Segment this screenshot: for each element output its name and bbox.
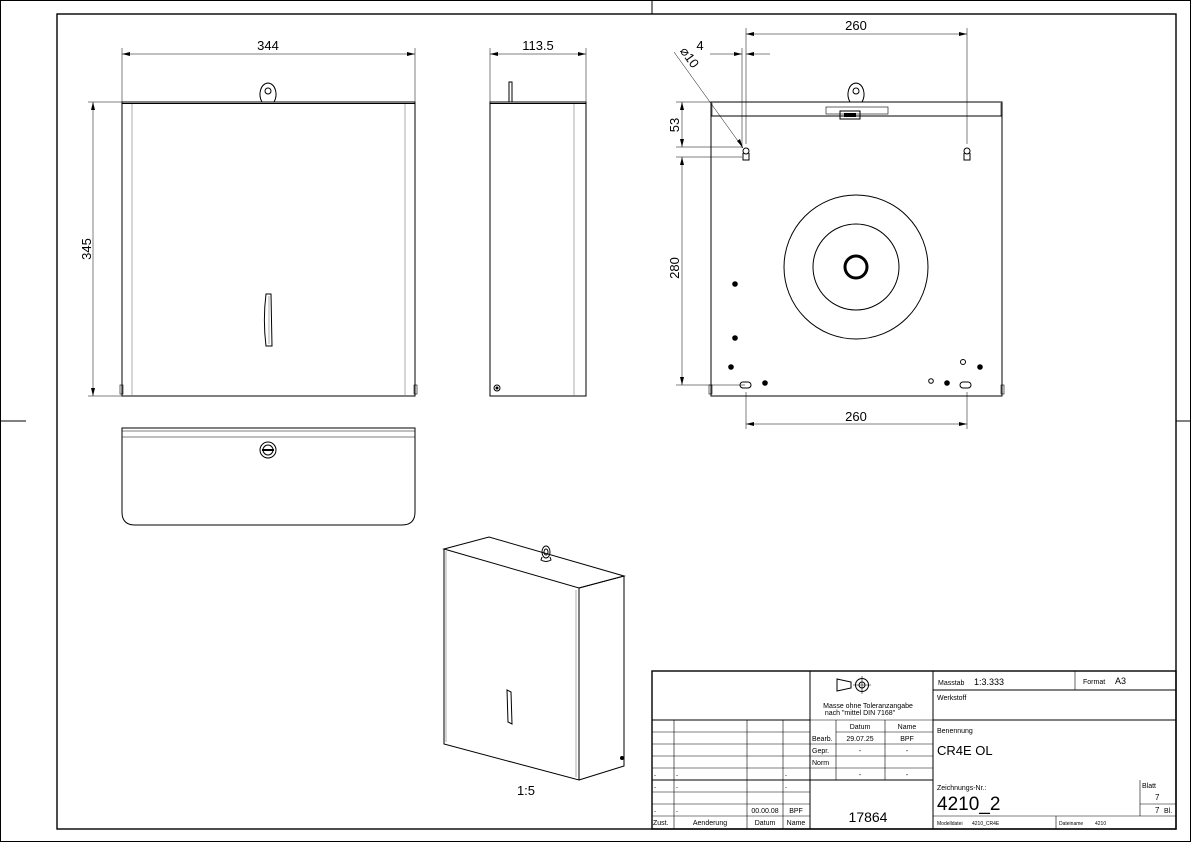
col-name-header: Name <box>898 724 917 731</box>
modelldatei-value: 4210_CR4E <box>972 821 1000 827</box>
rev-dash-4: - <box>654 785 656 791</box>
roll-hub <box>843 254 869 280</box>
row-bearb-label: Bearb. <box>812 736 833 743</box>
rev-dash-1: - <box>654 773 656 779</box>
row-norm-label: Norm <box>812 760 829 767</box>
top-view <box>121 427 416 526</box>
front-width-label: 344 <box>257 38 279 53</box>
rev-datum: 00.00.08 <box>751 808 778 815</box>
projection-symbol-icon <box>836 676 871 694</box>
row-gepr-label: Gepr. <box>812 748 829 755</box>
rev-dash-2: - <box>676 773 678 779</box>
label-format: Format <box>1083 679 1105 686</box>
label-modelldatei: Modelldatei <box>937 821 963 827</box>
front-width-dimension: 344 <box>121 38 416 102</box>
rev-dash-8: - <box>676 809 678 815</box>
front-view <box>119 82 418 397</box>
gepr-datum: - <box>859 748 862 755</box>
label-datum: Datum <box>755 820 776 827</box>
blatt-total: 7 <box>1155 806 1160 815</box>
back-top-width-label: 260 <box>845 18 867 33</box>
label-zeichnungs-nr: Zeichnungs-Nr.: <box>937 785 986 792</box>
gepr-name: - <box>906 748 909 755</box>
label-benennung: Benennung <box>937 728 973 735</box>
back-view <box>708 82 1005 397</box>
label-masstab: Masstab <box>938 680 965 687</box>
format-value: A3 <box>1115 676 1126 686</box>
back-top-width-dimension: 260 <box>745 18 968 144</box>
dateiname-value: 4210 <box>1095 821 1106 827</box>
rev-dash-5: - <box>676 785 678 791</box>
top-to-hole-label: 53 <box>667 118 682 132</box>
norm-datum: - <box>859 772 862 779</box>
label-name: Name <box>787 820 806 827</box>
bearb-name: BPF <box>900 736 914 743</box>
keyhole-left <box>742 147 750 161</box>
side-view <box>489 81 587 397</box>
benennung-value: CR4E OL <box>937 743 993 758</box>
title-block: Masse ohne Toleranzangabe nach "mittel D… <box>651 670 1177 830</box>
blatt-value: 7 <box>1155 793 1160 802</box>
hole-offset-dimension: 4 <box>696 38 770 148</box>
drawing-id: 17864 <box>849 809 888 825</box>
roll-inner-circle <box>812 223 900 311</box>
rev-name: BPF <box>789 808 803 815</box>
col-datum-header: Datum <box>850 724 871 731</box>
vertical-spacing-dimension: 280 <box>667 156 745 386</box>
tolerance-note-line1: Masse ohne Toleranzangabe <box>823 703 913 710</box>
label-blatt: Blatt <box>1142 783 1156 790</box>
mounting-dots <box>728 281 983 386</box>
rev-dash-3: - <box>785 773 787 779</box>
rev-dash-7: - <box>654 809 656 815</box>
label-dateiname: Dateiname <box>1059 821 1083 827</box>
masstab-value: 1:3.333 <box>974 677 1004 687</box>
label-aenderung: Aenderung <box>693 820 727 827</box>
iso-scale-label: 1:5 <box>517 783 535 798</box>
label-werkstoff: Werkstoff <box>937 695 966 702</box>
isometric-view: 1:5 <box>442 536 626 798</box>
hole-offset-label: 4 <box>696 38 703 53</box>
label-bl: Bl. <box>1164 808 1172 815</box>
norm-name: - <box>906 772 909 779</box>
hole-diameter-dimension: ⌀10 <box>673 44 744 149</box>
front-height-label: 345 <box>79 238 94 260</box>
vertical-spacing-label: 280 <box>667 257 682 279</box>
bearb-datum: 29.07.25 <box>846 736 873 743</box>
top-to-hole-dimension: 53 <box>667 101 742 148</box>
back-bottom-width-label: 260 <box>845 409 867 424</box>
rev-dash-6: - <box>785 785 787 791</box>
keyhole-right <box>963 147 971 161</box>
zeichnungs-nr-value: 4210_2 <box>937 794 1000 815</box>
side-depth-dimension: 113.5 <box>489 38 587 102</box>
tolerance-note-line2: nach "mittel DIN 7168" <box>825 710 896 717</box>
back-bottom-width-dimension: 260 <box>745 392 968 429</box>
side-depth-label: 113.5 <box>522 38 554 53</box>
front-height-dimension: 345 <box>79 101 122 397</box>
roll-outer-circle <box>783 194 929 340</box>
label-zust: Zust. <box>653 820 669 827</box>
